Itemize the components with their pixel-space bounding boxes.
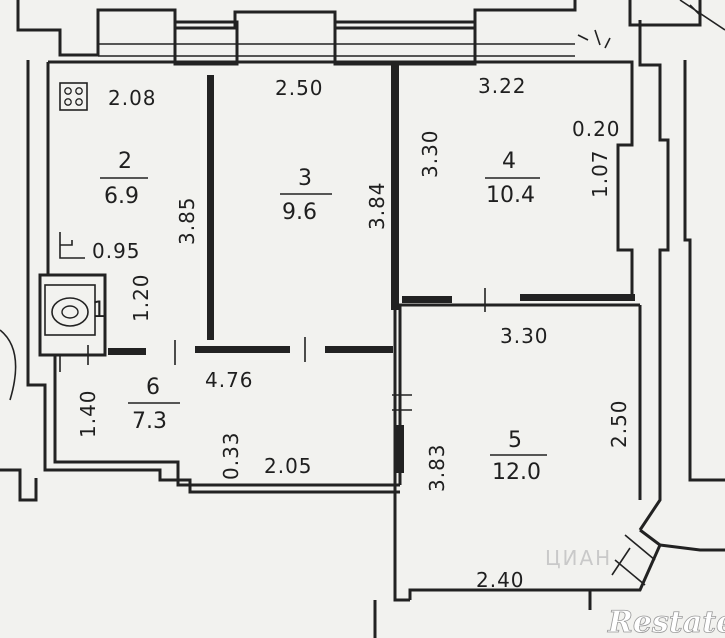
dim-3-30-h: 3.30 (500, 324, 549, 348)
sink-icon (59, 232, 85, 259)
stove-burners (64, 87, 83, 106)
cian-watermark: ЦИАН (545, 546, 612, 570)
dim-3-85: 3.85 (175, 196, 199, 245)
dim-1-07: 1.07 (588, 149, 612, 198)
fixtures (44, 29, 611, 336)
room-4-number: 4 (502, 149, 516, 174)
room-5-number: 5 (508, 428, 522, 453)
room-3-number: 3 (298, 166, 312, 191)
toilet-icon (44, 284, 96, 336)
dim-2-05: 2.05 (264, 454, 313, 478)
dim-2-50-right: 2.50 (607, 399, 631, 448)
dim-1-20: 1.20 (129, 273, 153, 322)
dim-0-20: 0.20 (572, 117, 621, 141)
room-6-area: 7.3 (132, 409, 167, 434)
dim-3-30-v: 3.30 (418, 129, 442, 178)
outer-walls (0, 0, 725, 592)
restate-logo: Restate (607, 605, 725, 638)
room-2-area: 6.9 (104, 184, 139, 209)
room-1-number: 1 (92, 298, 106, 323)
dim-0-33: 0.33 (219, 431, 243, 480)
room-3-area: 9.6 (282, 200, 317, 225)
dim-3-83: 3.83 (425, 443, 449, 492)
dim-1-40: 1.40 (76, 389, 100, 438)
dimension-labels: 2.08 2.50 3.22 0.20 0.95 3.30 4.76 2.05 … (76, 74, 631, 592)
hatch-marks (577, 29, 611, 49)
room-4-area: 10.4 (486, 183, 535, 208)
dim-2-50-top: 2.50 (275, 76, 324, 100)
stove-icon (59, 82, 88, 111)
room-5-area: 12.0 (492, 460, 541, 485)
dim-3-84: 3.84 (365, 181, 389, 230)
room-2-number: 2 (118, 149, 132, 174)
dim-2-40: 2.40 (476, 568, 525, 592)
partitions (59, 65, 635, 473)
dim-4-76: 4.76 (205, 368, 254, 392)
room-labels: 1 2 6.9 3 9.6 4 10.4 5 12.0 6 7.3 (92, 149, 547, 485)
dim-0-95: 0.95 (92, 239, 141, 263)
apartment-walls (38, 60, 642, 638)
dim-3-22: 3.22 (478, 74, 527, 98)
watermarks: ЦИАН Restate (545, 546, 725, 638)
window-strip (98, 20, 575, 66)
room-6-number: 6 (146, 375, 160, 400)
dim-2-08: 2.08 (108, 86, 157, 110)
